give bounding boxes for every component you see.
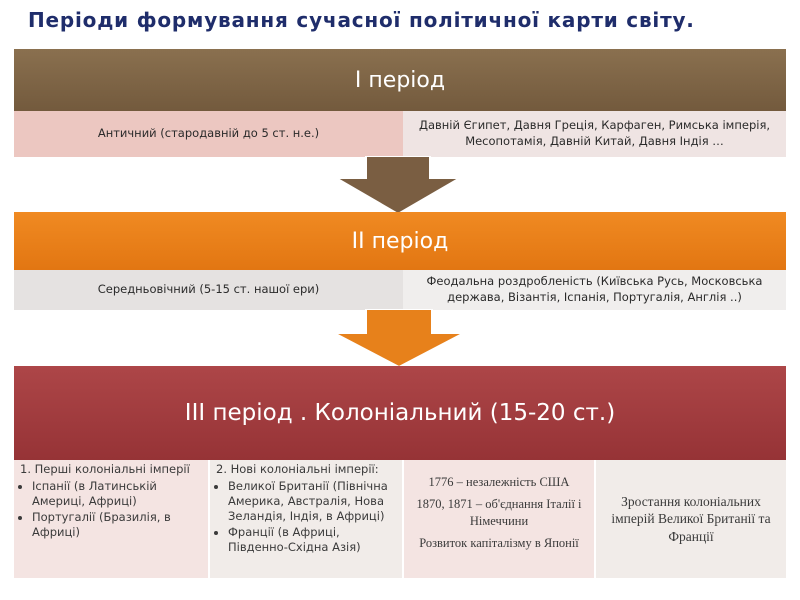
down-arrow-icon — [336, 156, 460, 216]
new-colonial-empires-heading: 2. Нові колоніальні імперії: — [216, 462, 379, 476]
period-1-header: І період — [14, 49, 786, 111]
page-title: Періоди формування сучасної політичної к… — [28, 8, 695, 32]
period-1-name: Античний (стародавній до 5 ст. н.е.) — [14, 111, 403, 157]
colonial-growth: Зростання колоніальних імперій Великої Б… — [596, 460, 786, 578]
event-line: Розвиток капіталізму в Японії — [419, 535, 579, 550]
list-item: Португалії (Бразилія, в Африці) — [32, 510, 204, 540]
period-3-header: ІІІ період . Колоніальний (15-20 ст.) — [14, 366, 786, 460]
period-2-states: Феодальна роздробленість (Київська Русь,… — [403, 270, 786, 310]
key-events: 1776 – незалежність США 1870, 1871 – об'… — [404, 460, 594, 578]
new-colonial-empires: 2. Нові колоніальні імперії: Великої Бри… — [210, 460, 402, 578]
list-item: Великої Британії (Північна Америка, Авст… — [228, 479, 398, 524]
down-arrow-icon — [334, 309, 464, 369]
period-2-header: ІІ період — [14, 212, 786, 270]
event-line: 1870, 1871 – об'єднання Італії і Німеччи… — [416, 497, 582, 528]
first-colonial-empires-heading: 1. Перші колоніальні імперії — [20, 462, 190, 476]
period-2-name: Середньовічний (5-15 ст. нашої ери) — [14, 270, 403, 310]
first-colonial-empires: 1. Перші колоніальні імперії Іспанії (в … — [14, 460, 208, 578]
event-line: 1776 – незалежність США — [428, 475, 570, 489]
list-item: Франції (в Африці, Південно-Східна Азія) — [228, 525, 398, 555]
list-item: Іспанії (в Латинській Америці, Африці) — [32, 479, 204, 509]
period-1-states: Давній Єгипет, Давня Греція, Карфаген, Р… — [403, 111, 786, 157]
